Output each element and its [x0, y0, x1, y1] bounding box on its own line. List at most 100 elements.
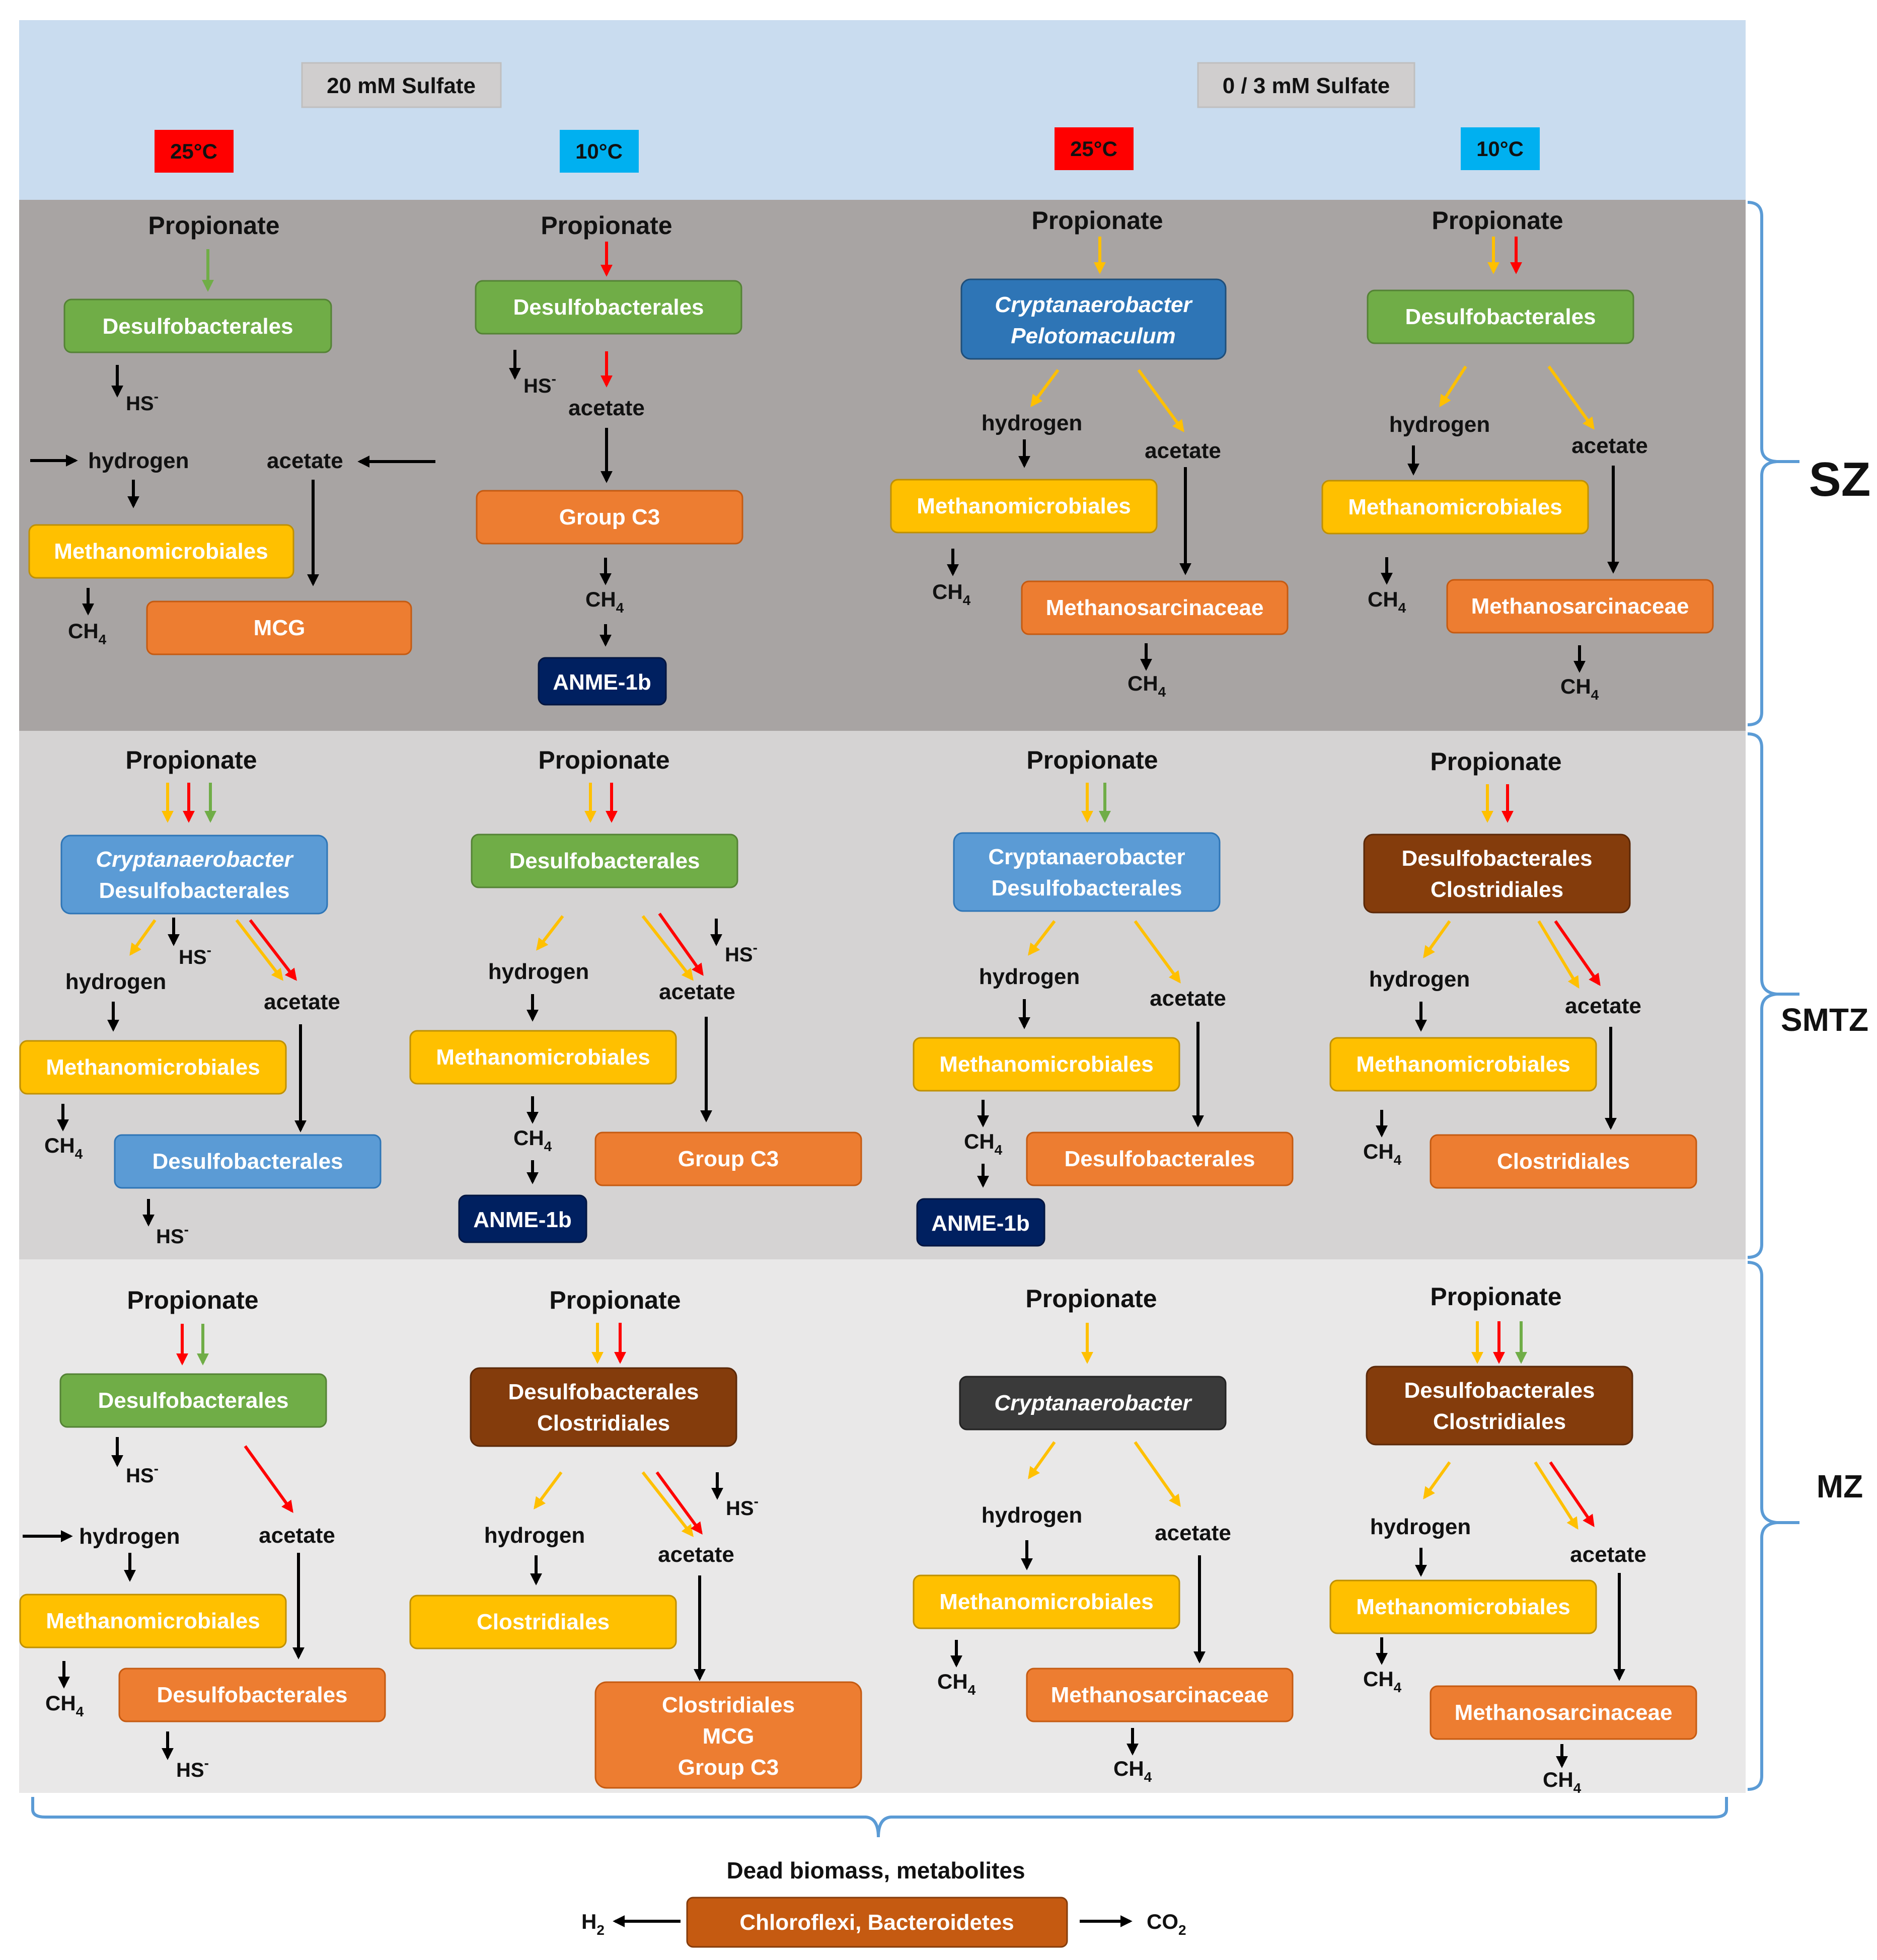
clostridiales-label: Clostridiales	[662, 1693, 795, 1717]
desulfobacterales-label: Desulfobacterales	[102, 314, 293, 339]
desulfobacterales-label: Desulfobacterales	[509, 849, 700, 873]
methanomicrobiales-label: Methanomicrobiales	[1356, 1595, 1570, 1619]
propionate-label: Propionate	[1430, 1283, 1561, 1311]
smtz-brace	[1747, 732, 1799, 1259]
desulfobacterales-label: Desulfobacterales	[508, 1380, 699, 1404]
desulfobacterales-label: Desulfobacterales	[98, 1388, 288, 1413]
ch4-label: CH4	[1128, 671, 1166, 700]
methanomicrobiales-label: Methanomicrobiales	[54, 539, 268, 564]
sulfate-high-label-bg	[301, 62, 502, 108]
desulfobacterales-label: Desulfobacterales	[152, 1149, 343, 1174]
hydrogen-label: hydrogen	[982, 411, 1082, 435]
acetate-label: acetate	[264, 990, 340, 1014]
mcg-label: MCG	[703, 1724, 755, 1749]
clostridiales-label: Clostridiales	[1431, 877, 1563, 902]
ch4-label: CH4	[1363, 1140, 1402, 1168]
ch4-label: CH4	[937, 1670, 976, 1698]
propionate-label: Propionate	[125, 746, 257, 774]
ch4-label: CH4	[1363, 1667, 1402, 1695]
anme-label: ANME-1b	[553, 670, 651, 695]
desulfobacterales-label: Desulfobacterales	[991, 876, 1182, 900]
sulfate-high-label: 20 mM Sulfate	[327, 73, 476, 98]
acetate-label: acetate	[1155, 1521, 1231, 1545]
group-c3-label: Group C3	[678, 1147, 779, 1171]
acetate-label: acetate	[267, 448, 343, 473]
methanosarcinaceae-label: Methanosarcinaceae	[1455, 1700, 1673, 1725]
methanosarcinaceae-box	[1446, 579, 1714, 634]
pelotomaculum-label: Pelotomaculum	[1011, 324, 1176, 348]
methanosarcinaceae-label: Methanosarcinaceae	[1051, 1683, 1269, 1707]
acetate-label: acetate	[1145, 438, 1221, 463]
group-c3-label: Group C3	[559, 505, 660, 530]
hs-label: HS-	[156, 1222, 189, 1248]
hs-label: HS-	[523, 371, 556, 397]
hydrogen-label: hydrogen	[488, 959, 589, 984]
temp-10-label-bg-1	[560, 130, 639, 173]
desulfobacterales-label: Desulfobacterales	[99, 878, 289, 903]
hs-label: HS-	[126, 1461, 159, 1487]
ch4-label: CH4	[964, 1129, 1003, 1158]
footer-caption: Dead biomass, metabolites	[726, 1857, 1025, 1883]
methanomicrobiales-label: Methanomicrobiales	[939, 1052, 1153, 1077]
propionate-label: Propionate	[1432, 206, 1563, 235]
ch4-label: CH4	[45, 1691, 84, 1719]
ch4-label: CH4	[1113, 1757, 1152, 1785]
group-c3-box	[476, 490, 743, 545]
propionate-label: Propionate	[1031, 206, 1163, 235]
clostridiales-box	[409, 1595, 677, 1649]
hydrogen-label: hydrogen	[79, 1524, 180, 1549]
co2-label: CO2	[1147, 1910, 1186, 1938]
desulfobacterales-label: Desulfobacterales	[157, 1683, 347, 1707]
anme-box	[916, 1198, 1045, 1247]
propionate-label: Propionate	[541, 211, 672, 240]
header-band	[19, 20, 1746, 200]
cryptanaerobacter-label: Cryptanaerobacter	[995, 292, 1193, 317]
mcg-box	[146, 600, 412, 655]
propionate-label: Propionate	[148, 211, 279, 240]
hs-label: HS-	[726, 1493, 759, 1520]
temp-10-label-bg-2	[1461, 127, 1540, 170]
bottom-brace	[31, 1797, 1728, 1838]
desulfobacterales-label: Desulfobacterales	[513, 295, 704, 320]
cryptanaerobacter-label: Cryptanaerobacter	[994, 1391, 1192, 1415]
methanosarcinaceae-box	[1021, 580, 1289, 635]
mcg-label: MCG	[254, 616, 306, 640]
methanomicrobiales-label: Methanomicrobiales	[46, 1609, 260, 1633]
sulfate-low-label-bg	[1197, 62, 1415, 108]
methanomicrobiales-label: Methanomicrobiales	[46, 1055, 260, 1080]
methanomicrobiales-box	[1329, 1037, 1597, 1092]
propionate-label: Propionate	[127, 1286, 258, 1314]
hydrogen-label: hydrogen	[1369, 967, 1470, 992]
methanosarcinaceae-box	[1026, 1668, 1294, 1722]
zone-label-mz: MZ	[1817, 1468, 1863, 1504]
clostridiales-label: Clostridiales	[537, 1411, 670, 1436]
mz-brace	[1747, 1261, 1799, 1791]
ch4-label: CH4	[1368, 587, 1406, 616]
anme-box	[458, 1194, 587, 1243]
desulfobacterales-label: Desulfobacterales	[1401, 846, 1592, 871]
methanomicrobiales-box	[1321, 480, 1589, 535]
desulfobacterales-box	[114, 1134, 382, 1189]
methanomicrobiales-box	[913, 1574, 1180, 1629]
desulfobacterales-label: Desulfobacterales	[1404, 1378, 1595, 1403]
ch4-label: CH4	[932, 580, 971, 608]
temp-25-label-2: 25°C	[1070, 137, 1117, 161]
cryptanaerobacter-label: Cryptanaerobacter	[988, 845, 1185, 869]
hydrogen-label: hydrogen	[982, 1503, 1082, 1528]
chloroflexi-bacteroidetes-box	[686, 1897, 1068, 1948]
h2-label: H2	[581, 1910, 605, 1938]
desulfobacterales-clostridiales-box	[1366, 1366, 1633, 1446]
ch4-label: CH4	[68, 619, 107, 647]
clostridiales-box	[1430, 1134, 1697, 1189]
methanomicrobiales-box	[19, 1040, 287, 1095]
methanomicrobiales-box	[1329, 1579, 1597, 1634]
hs-label: HS-	[179, 942, 211, 968]
desulfobacterales-box	[118, 1668, 386, 1722]
ch4-label: CH4	[1560, 674, 1599, 703]
propionate-label: Propionate	[538, 746, 669, 774]
anme-label: ANME-1b	[473, 1208, 572, 1232]
hydrogen-label: hydrogen	[88, 448, 189, 473]
chloroflexi-bacteroidetes-label: Chloroflexi, Bacteroidetes	[739, 1910, 1014, 1935]
desulfobacterales-box	[1367, 289, 1634, 344]
temp-25-label-1: 25°C	[170, 139, 217, 163]
